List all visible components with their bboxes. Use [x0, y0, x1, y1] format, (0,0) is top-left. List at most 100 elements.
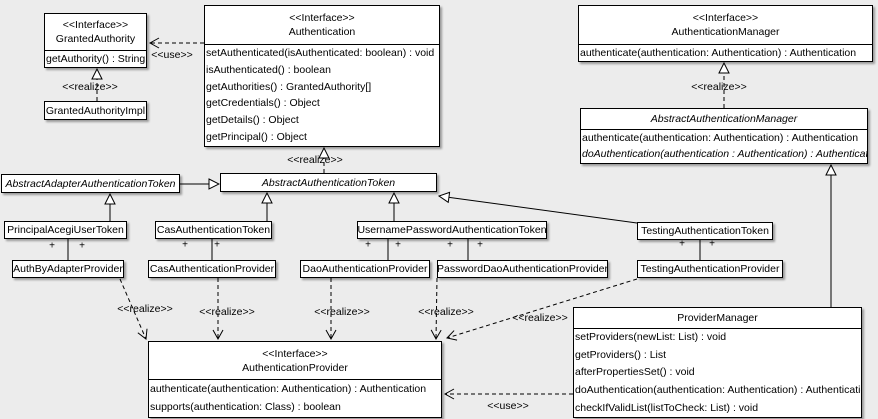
- class-title-compartment: TestingAuthenticationProvider: [638, 261, 782, 277]
- class-name: TestingAuthenticationToken: [641, 225, 769, 237]
- class-title-compartment: <<Interface>>AuthenticationProvider: [149, 342, 441, 380]
- association-end-plus: +: [709, 238, 715, 250]
- method-label: authenticate(authentication: Authenticat…: [580, 46, 857, 59]
- edge-stereotype-label: <<realize>>: [117, 303, 173, 315]
- class-title-compartment: GrantedAuthorityImpl: [45, 102, 146, 119]
- class-abstract-authentication-manager[interactable]: AbstractAuthenticationManager authenticat…: [580, 108, 868, 164]
- realize-authbyadapterprovider-to-authenticationprovider[interactable]: [119, 278, 148, 340]
- edge-stereotype-label: <<realize>>: [287, 154, 343, 166]
- class-name: GrantedAuthorityImpl: [45, 104, 146, 117]
- class-name: CasAuthenticationToken: [156, 224, 271, 236]
- class-name: AbstractAuthenticationManager: [650, 113, 798, 125]
- class-principal-acegi-user-token[interactable]: PrincipalAcegiUserToken: [4, 221, 127, 239]
- class-cas-authentication-token[interactable]: CasAuthenticationToken: [155, 221, 272, 239]
- class-title-compartment: <<Interface>> GrantedAuthority: [45, 14, 146, 51]
- class-title-compartment: PrincipalAcegiUserToken: [5, 222, 126, 238]
- edge-stereotype-label: <<realize>>: [199, 306, 255, 318]
- method-label: afterPropertiesSet() : void: [575, 366, 695, 379]
- edge-stereotype-label: <<realize>>: [691, 81, 747, 93]
- method-label: setAuthenticated(isAuthenticated: boolea…: [206, 46, 435, 59]
- class-name: AbstractAuthenticationToken: [261, 176, 396, 189]
- class-cas-authentication-provider[interactable]: CasAuthenticationProvider: [148, 260, 276, 278]
- class-title-compartment: AbstractAdapterAuthenticationToken: [2, 175, 179, 192]
- class-name: AuthenticationProvider: [242, 361, 348, 374]
- class-name: UsernamePasswordAuthenticationToken: [358, 224, 546, 236]
- association-end-plus: +: [79, 240, 85, 252]
- class-title-compartment: UsernamePasswordAuthenticationToken: [358, 222, 546, 238]
- class-username-password-authentication-token[interactable]: UsernamePasswordAuthenticationToken: [357, 221, 547, 239]
- class-name: AbstractAdapterAuthenticationToken: [5, 177, 176, 190]
- edge-stereotype-label: <<realize>>: [512, 312, 568, 324]
- stereotype-label: <<Interface>>: [289, 12, 355, 24]
- method-label: getDetails() : Object: [206, 114, 299, 127]
- stereotype-label: <<Interface>>: [62, 19, 129, 31]
- method-label: checkIfValidList(listToCheck: List) : vo…: [575, 401, 759, 414]
- methods-compartment: setProviders(newList: List) : void getPro…: [574, 329, 861, 417]
- class-name: PrincipalAcegiUserToken: [7, 224, 124, 236]
- association-end-plus: +: [182, 239, 188, 251]
- method-label: getProviders() : List: [575, 348, 667, 361]
- class-title-compartment: PasswordDaoAuthenticationProvider: [438, 261, 607, 277]
- edge-stereotype-label: <<realize>>: [314, 306, 370, 318]
- class-name: CasAuthenticationProvider: [149, 263, 275, 275]
- method-label: supports(authentication: Class) : boolea…: [150, 401, 341, 414]
- class-name: ProviderManager: [677, 312, 758, 324]
- edge-stereotype-label: <<realize>>: [418, 306, 474, 318]
- stereotype-label: <<Interface>>: [692, 12, 759, 24]
- association-end-plus: +: [447, 239, 453, 251]
- class-testing-authentication-provider[interactable]: TestingAuthenticationProvider: [637, 260, 783, 278]
- class-title-compartment: <<Interface>> AuthenticationManager: [579, 6, 872, 45]
- association-end-plus: +: [477, 239, 483, 251]
- edge-stereotype-label: <<use>>: [151, 49, 193, 61]
- class-title-compartment: CasAuthenticationProvider: [149, 261, 275, 277]
- class-granted-authority[interactable]: <<Interface>> GrantedAuthority getAuthorit…: [44, 13, 147, 68]
- class-name: DaoAuthenticationProvider: [302, 263, 428, 275]
- realize-testingauthenticationprovider-to-authenticationprovider[interactable]: [446, 278, 638, 341]
- class-authentication-manager[interactable]: <<Interface>> AuthenticationManager authen…: [578, 5, 873, 62]
- association-end-plus: +: [214, 239, 220, 251]
- class-title-compartment: DaoAuthenticationProvider: [301, 261, 429, 277]
- class-granted-authority-impl[interactable]: GrantedAuthorityImpl: [44, 101, 147, 120]
- class-dao-authentication-provider[interactable]: DaoAuthenticationProvider: [300, 260, 430, 278]
- class-abstract-adapter-authentication-token[interactable]: AbstractAdapterAuthenticationToken: [1, 174, 180, 193]
- method-label: isAuthenticated() : boolean: [206, 63, 331, 76]
- methods-compartment: authenticate(authentication: Authenticat…: [149, 380, 441, 417]
- association-end-plus: +: [365, 239, 371, 251]
- stereotype-label: <<Interface>>: [262, 347, 328, 360]
- methods-compartment: authenticate(authentication: Authenticat…: [579, 45, 872, 61]
- class-auth-by-adapter-provider[interactable]: AuthByAdapterProvider: [12, 260, 124, 278]
- class-name: AuthByAdapterProvider: [13, 263, 123, 275]
- methods-compartment: authenticate(authentication: Authenticat…: [581, 130, 867, 163]
- methods-compartment: setAuthenticated(isAuthenticated: boolea…: [205, 45, 439, 146]
- association-end-plus: +: [679, 238, 685, 250]
- class-name: TestingAuthenticationProvider: [640, 263, 780, 275]
- methods-compartment: getAuthority() : String: [45, 51, 146, 67]
- class-abstract-authentication-token[interactable]: AbstractAuthenticationToken: [220, 173, 437, 192]
- method-label: authenticate(authentication: Authenticat…: [150, 382, 427, 395]
- class-name: PasswordDaoAuthenticationProvider: [438, 263, 607, 275]
- class-title-compartment: CasAuthenticationToken: [156, 222, 271, 238]
- method-label: getAuthority() : String: [46, 52, 146, 65]
- class-title-compartment: ProviderManager: [574, 308, 861, 329]
- class-name: Authentication: [288, 26, 356, 38]
- class-authentication-provider[interactable]: <<Interface>>AuthenticationProvider authe…: [148, 341, 442, 418]
- association-end-plus: +: [395, 239, 401, 251]
- class-name: AuthenticationManager: [671, 26, 780, 38]
- class-password-dao-authentication-provider[interactable]: PasswordDaoAuthenticationProvider: [437, 260, 608, 278]
- method-label: doAuthentication(authentication: Authent…: [575, 384, 861, 397]
- class-name: GrantedAuthority: [55, 33, 136, 45]
- class-authentication[interactable]: <<Interface>> Authentication setAuthentica…: [204, 5, 440, 147]
- method-label: authenticate(authentication: Authenticat…: [582, 131, 859, 144]
- method-label: setProviders(newList: List) : void: [575, 331, 727, 344]
- class-title-compartment: AbstractAuthenticationToken: [221, 174, 436, 191]
- method-label: doAuthentication(authentication : Authen…: [582, 148, 867, 161]
- class-title-compartment: TestingAuthenticationToken: [638, 223, 772, 239]
- association-end-plus: +: [49, 240, 55, 252]
- class-testing-authentication-token[interactable]: TestingAuthenticationToken: [637, 222, 773, 240]
- class-title-compartment: <<Interface>> Authentication: [205, 6, 439, 45]
- class-provider-manager[interactable]: ProviderManager setProviders(newList: Lis…: [573, 307, 862, 418]
- gen-testingauthenticationtoken-to-abstractauthenticationtoken[interactable]: [439, 196, 638, 224]
- realize-passworddaoauthenticationprovider-to-authenticationprovider[interactable]: [430, 277, 442, 341]
